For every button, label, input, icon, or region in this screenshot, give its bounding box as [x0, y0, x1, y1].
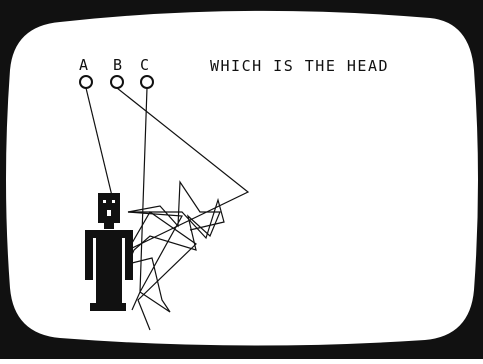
option-b-circle[interactable]	[111, 76, 123, 88]
figure-head	[98, 193, 120, 223]
option-a-circle[interactable]	[80, 76, 92, 88]
option-c-circle[interactable]	[141, 76, 153, 88]
figure-left-arm	[85, 230, 93, 280]
figure-body	[96, 230, 122, 304]
string-c	[128, 88, 220, 312]
figure-right-arm	[125, 230, 133, 280]
figure-feet	[90, 303, 126, 311]
string-a	[86, 88, 112, 196]
figure	[85, 193, 133, 311]
string-b	[117, 88, 248, 330]
